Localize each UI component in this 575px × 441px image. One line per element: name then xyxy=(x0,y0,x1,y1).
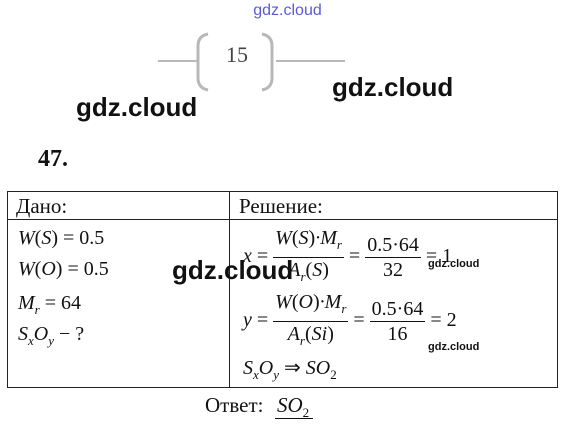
given-unknown-formula: SxOy − ? xyxy=(18,323,85,348)
solution-table xyxy=(7,191,558,388)
task-number: 47. xyxy=(38,146,68,172)
given-header: Дано: xyxy=(16,194,68,218)
table-header-divider xyxy=(7,219,558,220)
watermark-right: gdz.cloud xyxy=(332,72,454,102)
answer-underline xyxy=(275,418,313,419)
solution-formula-result: SxOy ⇒ SO2 xyxy=(243,357,337,382)
watermark-top: gdz.cloud xyxy=(253,2,322,19)
watermark-small-1: gdz.cloud xyxy=(428,258,480,270)
watermark-left: gdz.cloud xyxy=(76,92,198,122)
page-number-line-left xyxy=(158,60,198,62)
table-column-divider xyxy=(229,191,230,388)
watermark-middle: gdz.cloud xyxy=(172,255,294,285)
watermark-small-2: gdz.cloud xyxy=(428,341,480,353)
given-mass-fraction-s: W(S) = 0.5 xyxy=(18,227,105,249)
solution-header: Решение: xyxy=(239,194,323,218)
page-number-line-right xyxy=(276,60,345,62)
page-number-brackets xyxy=(196,32,274,92)
page-number: 15 xyxy=(226,42,248,67)
given-mass-fraction-o: W(O) = 0.5 xyxy=(18,258,109,280)
answer-label: Ответ: xyxy=(205,393,264,417)
answer-value: SO2 xyxy=(277,393,310,421)
given-molar-mass: Mr = 64 xyxy=(18,292,82,317)
